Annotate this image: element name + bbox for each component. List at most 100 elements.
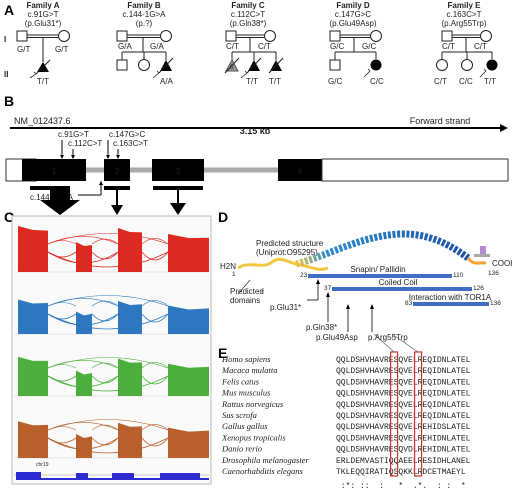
- genotype-mother: G/A: [150, 42, 164, 51]
- exon-2-label: 2: [115, 167, 120, 176]
- sequence-row: QQLDSHVHAVRESQVELREHIDSLATEL: [336, 423, 471, 432]
- species-name: Drosophila melanogaster: [221, 455, 310, 465]
- mutation-label-4: p.Arg55Trp: [368, 333, 408, 342]
- panel-label-d: D: [218, 209, 228, 225]
- mother-symbol: [480, 30, 492, 42]
- exon-2: [104, 159, 130, 181]
- species-name: Sus scrofa: [222, 410, 257, 420]
- domains-label-line-2: domains: [230, 296, 260, 305]
- family-name: Family A: [26, 1, 59, 10]
- strand-arrow-icon: [500, 124, 508, 132]
- exon-1-label: 1: [52, 167, 57, 176]
- sashimi-track-1: [14, 226, 209, 273]
- structure-label-line-1: Predicted structure: [256, 239, 324, 248]
- domain-tor1a: 83 Interaction with TOR1A 136: [405, 293, 501, 307]
- genotype-father: C/T: [226, 42, 239, 51]
- genotype-father: C/T: [442, 42, 455, 51]
- family-variant: c.163C>T: [447, 10, 482, 19]
- species-name: Caenorhabditis elegans: [222, 466, 304, 476]
- sibling-female-symbol: [138, 59, 150, 71]
- family-protein: (p.?): [136, 19, 153, 28]
- variant-label-3: c.147G>C: [109, 130, 145, 139]
- highlight-box-arg55: [414, 351, 423, 477]
- mutation-label-3: p.Glu49Asp: [316, 333, 358, 342]
- family-name: Family E: [448, 1, 482, 10]
- domain-name: Snapin/ Pallidin: [350, 265, 405, 274]
- genotype-child-1: G/C: [328, 77, 342, 86]
- sibling-female-symbol: [436, 59, 448, 71]
- genotype-mother: G/C: [362, 42, 376, 51]
- c-terminus: COOH: [492, 259, 512, 268]
- exon-coverage-bars: [30, 186, 203, 215]
- domain-name: Interaction with TOR1A: [409, 293, 492, 302]
- panel-label-e: E: [218, 345, 227, 361]
- variant-label-1: c.91G>T: [58, 130, 89, 139]
- sequence-row: QQLDSHVHAVRESQVELREQIDNLATEL: [336, 412, 471, 421]
- sequence-row: QQLDSHVHAVRESQVELREQIDNLATEL: [336, 401, 471, 410]
- family-variant: c.112C>T: [231, 10, 265, 19]
- sashimi-track-2: [14, 295, 209, 335]
- protein-structure-ribbon: [237, 230, 490, 271]
- sashimi-track-3: [14, 356, 209, 397]
- sequence-row: QQLDSHVHAVRESQVELREHIDNLATEL: [336, 434, 471, 443]
- sequence-row: QQLDSHVHAVRESQVELREQIDNLATEL: [336, 367, 471, 376]
- family-protein: (p.Glu49Asp): [329, 19, 376, 28]
- genotype-father: G/A: [118, 42, 132, 51]
- generation-label-2: II: [4, 70, 8, 79]
- panel-label-a: A: [4, 2, 14, 18]
- strand-label: Forward strand: [410, 116, 471, 126]
- species-name: Rattus norvegicus: [221, 399, 284, 409]
- sequence-row: QQLDSHVHAVRESQVELREQIDNLATEL: [336, 356, 471, 365]
- genotype-child-3: T/T: [484, 77, 496, 86]
- species-name: Mus musculus: [221, 388, 271, 398]
- exon-1: [22, 159, 86, 181]
- affected-female-symbol: [370, 59, 382, 71]
- father-symbol: [329, 30, 341, 42]
- sashimi-tracks: [14, 226, 209, 459]
- sequence-row: ERLDEMVASTIQQAEELRESIDHLANEL: [336, 457, 471, 466]
- father-symbol: [441, 30, 453, 42]
- species-name: Macaca mulatta: [221, 365, 277, 375]
- proband-arrow-icon: [29, 71, 37, 79]
- pedigree-family-b: Family B c.144-1G>A (p.?) G/A G/A A/A: [116, 1, 174, 86]
- proband-arrow-icon: [152, 70, 160, 79]
- affected-female-symbol: [486, 59, 498, 71]
- genome-track-ruler: chr19: [14, 462, 209, 480]
- domain-start: 37: [324, 285, 332, 292]
- proband-arrow-icon: [479, 68, 487, 78]
- family-protein: (p.Gln38*): [230, 19, 267, 28]
- domains-label-line-1: Predicted: [230, 287, 264, 296]
- domain-end: 136: [490, 300, 501, 307]
- domain-name: Coiled Coil: [379, 278, 418, 287]
- species-name: Danio rerio: [221, 444, 262, 454]
- family-name: Family C: [231, 1, 265, 10]
- domain-start: 23: [300, 272, 308, 279]
- sequence-row: QQLDSHVHAVRESQVDLREHIDNLATEL: [336, 446, 471, 455]
- exon-3-label: 3: [176, 167, 181, 176]
- family-variant: c.144-1G>A: [123, 10, 167, 19]
- variant-label-4: c.163C>T: [113, 139, 148, 148]
- position-start: 1: [232, 271, 236, 278]
- genotype-mother: C/T: [258, 42, 271, 51]
- proband-arrow-icon: [363, 68, 371, 78]
- pedigree-family-e: Family E c.163C>T (p.Arg55Trp) C/T C/T C…: [434, 1, 498, 86]
- family-variant: c.147G>C: [335, 10, 371, 19]
- n-terminus: H2N: [220, 262, 236, 271]
- genotype-child-2: C/C: [459, 77, 473, 86]
- father-symbol: [16, 30, 28, 42]
- species-name: Felis catus: [221, 376, 260, 386]
- variant-label-2: c.112C>T: [68, 139, 102, 148]
- father-symbol: [116, 30, 128, 42]
- genotype-mother: G/T: [55, 45, 68, 54]
- genotype-child-1: C/T: [434, 77, 447, 86]
- sequence-row: QQLDSHVHAVRESQVELREQIDNLATEL: [336, 378, 471, 387]
- gene-size: 3.15 kb: [240, 126, 271, 136]
- genotype-child-2: T/T: [269, 77, 281, 86]
- domains-label: Predicted domains: [230, 287, 266, 305]
- species-name: Xenopus tropicalis: [221, 432, 286, 442]
- genotype-mother: C/T: [474, 42, 487, 51]
- mutation-label-1: p.Glu31*: [270, 303, 301, 312]
- sequence-row: QQLDSHVHAVRESQVELREQIDNLATEL: [336, 390, 471, 399]
- generation-label-1: I: [4, 35, 6, 44]
